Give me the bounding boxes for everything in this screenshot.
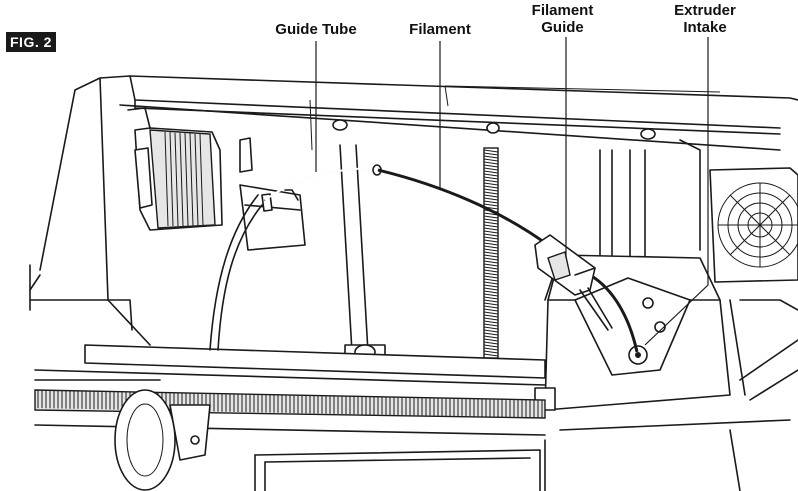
guide-tube [210, 165, 381, 350]
fan-grill [710, 168, 798, 282]
lead-screw [484, 148, 498, 358]
vertical-rod-left [340, 145, 385, 360]
gantry-rods [35, 345, 555, 435]
stepper-motor [128, 108, 222, 230]
